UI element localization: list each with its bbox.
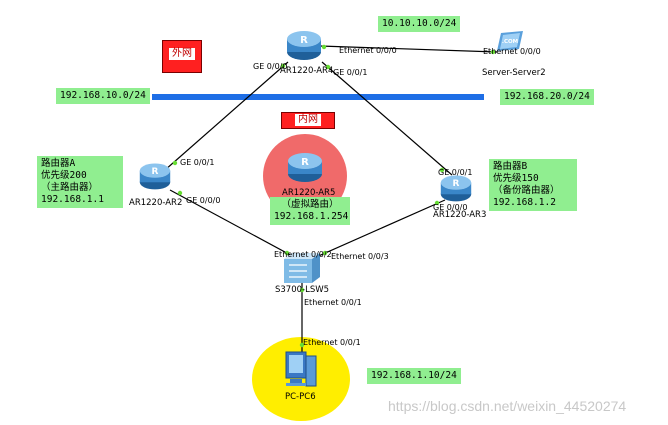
port-label: Ethernet 0/0/1 [303,338,361,347]
link-ar4-ar3 [321,61,453,176]
router-a-ip: 192.168.1.1 [41,194,104,205]
router-icon[interactable]: R [439,172,473,204]
outer-network-label: 外网 [169,48,195,60]
port-label: Ethernet 0/0/0 [339,46,397,55]
router-b-priority: 优先级150 [493,173,539,184]
virtual-router-ip: 192.168.1.254 [274,211,349,222]
router-icon[interactable]: R [138,160,172,192]
left-network-note: 192.168.10.0/24 [56,88,150,104]
port-label: Ethernet 0/0/3 [331,252,389,261]
port-dot [434,200,440,206]
port-dot [172,160,178,166]
port-dot [299,342,305,348]
port-label: Ethernet 0/0/1 [304,298,362,307]
device-name-server: Server-Server2 [482,68,546,78]
router-a-role: （主路由器） [41,182,99,193]
server-icon[interactable]: .COM [497,31,523,51]
pc-network-note: 192.168.1.10/24 [367,368,461,384]
port-label: GE 0/0/1 [438,168,473,177]
router-icon[interactable]: R [285,28,323,62]
inner-network-label: 内网 [295,114,321,126]
switch-icon[interactable] [284,253,320,283]
device-name-ar3: AR1220-AR3 [433,210,487,220]
device-name-ar5: AR1220-AR5 [282,188,336,198]
port-dot [325,64,331,70]
port-label: Ethernet 0/0/2 [274,250,332,259]
device-name-switch: S3700-LSW5 [275,285,330,295]
link-ar4-server [319,45,498,53]
port-dot [321,44,327,50]
server-badge: .COM [502,39,518,45]
virtual-router-role: （虚拟路由） [281,199,339,210]
router-icon[interactable]: R [286,150,324,184]
svg-text:R: R [453,179,460,189]
port-dot [280,63,286,69]
router-a-priority: 优先级200 [41,170,87,181]
virtual-router-note: （虚拟路由） 192.168.1.254 [270,197,350,225]
port-label: GE 0/0/1 [333,68,368,77]
port-dot [490,49,496,55]
port-dot [177,190,183,196]
router-b-ip: 192.168.1.2 [493,197,556,208]
device-name-pc: PC-PC6 [285,392,316,402]
port-label: Ethernet 0/0/0 [483,47,541,56]
port-dot [439,167,445,173]
router-b-note: 路由器B 优先级150 （备份路由器） 192.168.1.2 [489,159,577,211]
router-a-note: 路由器A 优先级200 （主路由器） 192.168.1.1 [37,156,123,208]
svg-text:R: R [300,35,308,46]
link-ar3-switch [313,199,446,259]
router-a-title: 路由器A [41,158,76,169]
port-label: GE 0/0/0 [253,62,288,71]
device-name-ar2: AR1220-AR2 [129,198,183,208]
right-network-note: 192.168.20.0/24 [500,89,594,105]
pc-icon[interactable] [284,350,318,390]
link-ar4-ar2 [164,61,289,171]
port-label: GE 0/0/0 [186,196,221,205]
server-network-note: 10.10.10.0/24 [378,16,461,32]
backbone-bar [152,94,484,100]
port-label: GE 0/0/0 [433,203,468,212]
router-b-title: 路由器B [493,161,528,172]
router-b-role: （备份路由器） [493,185,560,196]
port-dot [284,250,290,256]
svg-text:R: R [301,157,309,168]
port-dot [299,287,305,293]
port-dot [322,250,328,256]
outer-network-tag: 外网 [162,40,202,73]
device-name-ar4: AR1220-AR4 [280,66,334,76]
svg-text:R: R [152,167,159,177]
port-label: GE 0/0/1 [180,158,215,167]
inner-network-tag: 内网 [281,112,335,129]
link-ar2-switch [169,189,297,259]
watermark: https://blog.csdn.net/weixin_44520274 [388,398,627,414]
